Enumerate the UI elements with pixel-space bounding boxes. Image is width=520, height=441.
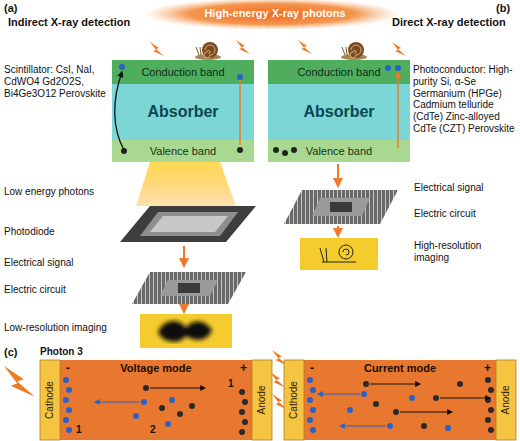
- charge-carrier: [310, 427, 316, 433]
- charge-carrier: [63, 397, 69, 403]
- mode-title: Voltage mode: [40, 362, 272, 375]
- callout-number: 1: [76, 424, 82, 436]
- charge-carrier: [66, 407, 72, 413]
- charge-carrier: [310, 407, 316, 413]
- stage-label: Electric circuit: [414, 208, 476, 220]
- electrode: Cathode: [40, 360, 60, 440]
- absorber-layer: Absorber: [112, 84, 254, 140]
- electrode-label: Anode: [500, 386, 512, 415]
- charge-carrier: [66, 387, 72, 393]
- electrode: Anode: [496, 360, 516, 440]
- energy-band: Valence band: [268, 140, 410, 162]
- charge-carrier: [239, 389, 245, 395]
- stage-label: Photodiode: [4, 226, 55, 238]
- beam-label: High-energy X-ray photons: [190, 7, 360, 20]
- electrode: Anode: [252, 360, 272, 440]
- energy-band: Conduction band: [112, 60, 254, 84]
- charge-carrier: [488, 427, 494, 433]
- polarity-sign: +: [484, 361, 491, 375]
- charge-carrier: [239, 429, 245, 435]
- callout-number: 2: [150, 424, 156, 436]
- mode-panel: Voltage modeCathode Anode: [40, 360, 272, 440]
- charge-carrier: [488, 387, 494, 393]
- polarity-sign: -: [66, 361, 70, 375]
- panel-letter: (a): [4, 2, 17, 15]
- layer-label: Absorber: [303, 103, 374, 122]
- charge-carrier: [63, 377, 69, 383]
- material-list: Photoconductor: High-purity Si, α-Se Ger…: [413, 64, 517, 135]
- callout-number: 1: [228, 378, 234, 390]
- electrode-label: Anode: [256, 386, 268, 415]
- mode-panel: Current modeCathode Anode: [284, 360, 516, 440]
- panel-letter: (c): [4, 346, 17, 359]
- charge-carrier: [242, 419, 248, 425]
- electrode: Cathode: [284, 360, 304, 440]
- charge-carrier: [310, 387, 316, 393]
- charge-carrier: [242, 399, 248, 405]
- layer-label: Valence band: [306, 145, 372, 158]
- panel-title: Direct X-ray detection: [392, 16, 506, 29]
- charge-carrier: [307, 377, 313, 383]
- charge-carrier: [307, 417, 313, 423]
- electrode-label: Cathode: [44, 381, 56, 419]
- photon-label: Photon 3: [40, 346, 83, 358]
- absorber-layer: Absorber: [268, 84, 410, 140]
- polarity-sign: -: [310, 361, 314, 375]
- electrode-label: Cathode: [288, 381, 300, 419]
- charge-carrier: [239, 409, 245, 415]
- layer-label: Conduction band: [141, 66, 224, 79]
- charge-carrier: [488, 407, 494, 413]
- layer-label: Valence band: [150, 145, 216, 158]
- material-list: Scintillator: CsI, NaI, CdWO4 Gd2O2S, Bi…: [4, 64, 108, 99]
- polarity-sign: +: [240, 361, 247, 375]
- mode-title: Current mode: [284, 362, 516, 375]
- stage-label: High-resolution imaging: [414, 240, 514, 264]
- energy-band: Conduction band: [268, 60, 410, 84]
- stage-label: Electrical signal: [4, 257, 73, 269]
- charge-carrier: [66, 427, 72, 433]
- charge-carrier: [307, 397, 313, 403]
- charge-carrier: [485, 417, 491, 423]
- layer-label: Conduction band: [297, 66, 380, 79]
- charge-carrier: [485, 377, 491, 383]
- energy-band: Valence band: [112, 140, 254, 162]
- panel-title: Indirect X-ray detection: [8, 16, 130, 29]
- stage-label: Low-resolution imaging: [4, 322, 107, 334]
- panel-letter: (b): [496, 2, 510, 15]
- stage-label: Electrical signal: [414, 182, 483, 194]
- stage-label: Electric circuit: [4, 284, 66, 296]
- charge-carrier: [63, 417, 69, 423]
- stage-label: Low energy photons: [4, 186, 94, 198]
- layer-label: Absorber: [147, 103, 218, 122]
